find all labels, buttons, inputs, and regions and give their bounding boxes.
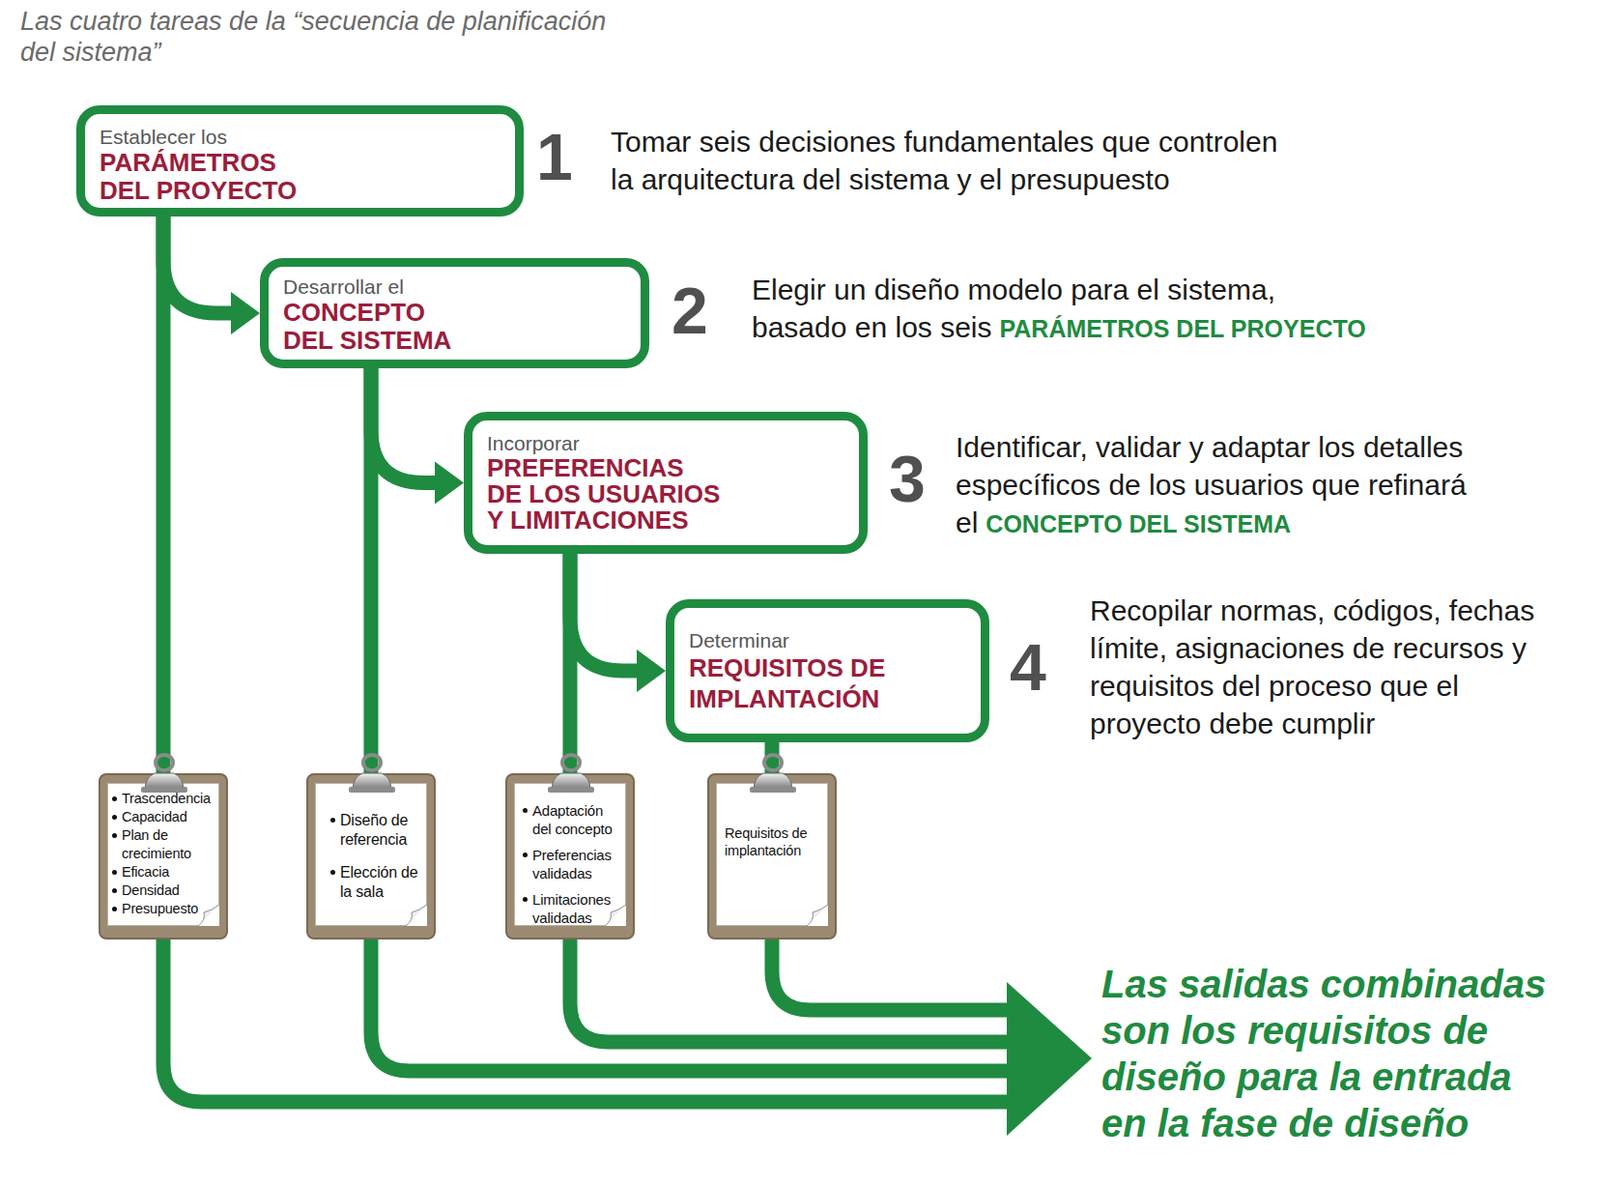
connector [371, 368, 464, 505]
merge-line [771, 935, 1017, 1010]
clipboard-clamp [543, 751, 599, 795]
clipboard-item: Elección de la sala [330, 862, 429, 902]
clipboard-clamp [745, 751, 800, 795]
task-verb: Determinar [688, 628, 981, 653]
connector-line [163, 216, 233, 314]
clamp-ring [363, 754, 381, 771]
paper-fold [604, 904, 627, 926]
step-number: 3 [888, 445, 947, 512]
step-description: Tomar seis decisiones fundamentales que … [610, 122, 1297, 199]
connector [570, 553, 572, 775]
connector-line [156, 216, 172, 775]
task-verb: Desarrollar el [283, 275, 641, 299]
clipboard-item: Eficacia [112, 862, 213, 882]
clipboard: Requisitos de implantación [707, 772, 837, 940]
arrowhead [434, 461, 464, 505]
clamp-ring [764, 754, 782, 771]
clipboard-item: Plan de crecimiento [112, 826, 213, 863]
arrowhead [230, 291, 260, 335]
paper-fold [198, 904, 220, 926]
task-box: Desarrollar elCONCEPTO DEL SISTEMA [259, 257, 650, 369]
output-statement: Las salidas combinadas son los requisito… [1101, 960, 1558, 1146]
clipboard: Diseño de referenciaElección de la sala [306, 772, 436, 940]
connector-line [570, 553, 639, 671]
step-number: 2 [671, 277, 730, 343]
connector [163, 216, 165, 775]
highlight-term: PARÁMETROS DEL PROYECTO [1000, 314, 1367, 343]
clipboard-list: TrascendenciaCapacidadPlan de crecimient… [112, 789, 213, 918]
step-description: Identificar, validar y adaptar los detal… [955, 428, 1486, 543]
clipboard-item: Adaptación del concepto [522, 801, 622, 838]
diagram-title: Las cuatro tareas de la “secuencia de pl… [20, 5, 625, 68]
output-arrowhead [1006, 981, 1092, 1136]
connector [570, 553, 666, 692]
task-name: REQUISITOS DE IMPLANTACIÓN [688, 652, 965, 715]
step-description: Recopilar normas, códigos, fechas límite… [1089, 591, 1552, 743]
clipboard-item: Presupuesto [112, 899, 213, 918]
connector [163, 216, 260, 335]
clipboard-item: Limitaciones validadas [522, 890, 622, 927]
paper-fold-shape [806, 904, 829, 926]
task-verb: Incorporar [486, 431, 859, 456]
clipboard-item: Diseño de referencia [330, 810, 429, 850]
merge-line [371, 935, 1017, 1071]
clamp-ring [562, 754, 580, 771]
paper-fold-shape [198, 904, 220, 926]
clamp-ring [155, 754, 173, 771]
clipboard: TrascendenciaCapacidadPlan de crecimient… [98, 772, 229, 940]
connector-line [371, 368, 437, 484]
clipboard-item: Trascendencia [112, 789, 213, 808]
clipboard-list: Requisitos de implantación [724, 824, 822, 859]
task-verb: Establecer los [99, 125, 515, 149]
clipboard-item: Requisitos de implantación [724, 824, 822, 859]
arrowhead [636, 649, 666, 692]
task-box: Establecer losPARÁMETROS DEL PROYECTO [76, 105, 524, 217]
clamp-base [348, 786, 396, 793]
paper-fold-shape [405, 904, 428, 926]
task-name: PARÁMETROS DEL PROYECTO [99, 148, 390, 205]
merge-line [570, 935, 1017, 1042]
paper-fold-curl [604, 904, 627, 926]
clamp-base [547, 786, 595, 793]
clipboard-list: Adaptación del conceptoPreferencias vali… [522, 801, 622, 927]
step-number: 4 [1009, 633, 1068, 700]
connector [371, 368, 372, 775]
task-box: IncorporarPREFERENCIAS DE LOS USUARIOS Y… [463, 411, 868, 554]
paper-fold [806, 904, 829, 926]
connector-line [563, 553, 578, 775]
paper-fold-curl [405, 904, 428, 926]
clamp-base [749, 786, 797, 793]
clipboard-item: Preferencias validadas [522, 846, 622, 883]
clipboard-clamp [344, 751, 400, 795]
paper-fold-shape [604, 904, 627, 926]
clipboard-paper [314, 782, 428, 926]
task-box: DeterminarREQUISITOS DE IMPLANTACIÓN [665, 599, 990, 743]
highlight-term: CONCEPTO DEL SISTEMA [985, 510, 1291, 538]
connector-line [364, 368, 379, 775]
clipboard: Adaptación del conceptoPreferencias vali… [505, 772, 635, 940]
clipboard-clamp [137, 751, 192, 795]
task-name: CONCEPTO DEL SISTEMA [283, 298, 573, 355]
paper-fold [405, 904, 428, 926]
step-description: Elegir un diseño modelo para el sistema,… [751, 270, 1429, 348]
merge-line [163, 935, 1017, 1102]
step-number: 1 [536, 123, 595, 190]
clipboard-item: Densidad [112, 881, 213, 900]
task-name: PREFERENCIAS DE LOS USUARIOS Y LIMITACIO… [486, 455, 777, 534]
clipboard-list: Diseño de referenciaElección de la sala [330, 810, 429, 902]
clipboard-item: Capacidad [112, 807, 213, 827]
paper-fold-curl [806, 904, 829, 926]
paper-fold-curl [198, 904, 220, 926]
